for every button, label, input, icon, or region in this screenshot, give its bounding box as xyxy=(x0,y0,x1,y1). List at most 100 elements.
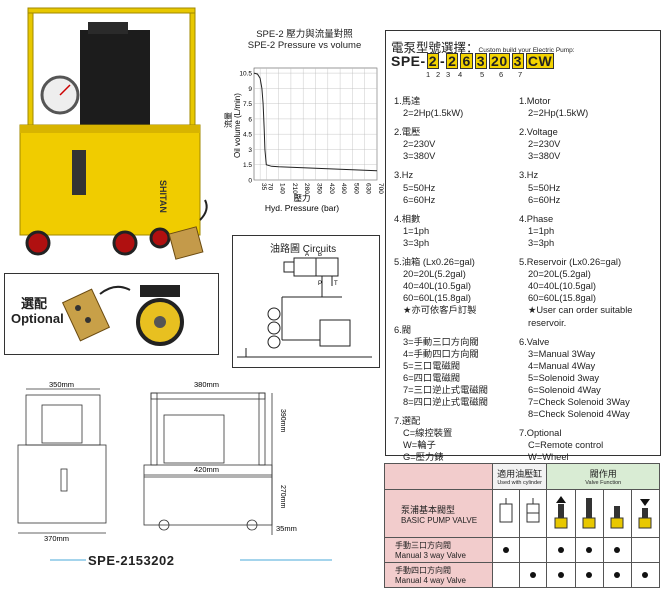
option-item: 2=2Hp(1.5kW) xyxy=(403,108,464,119)
applicable-dot xyxy=(502,546,509,553)
applicable-dot xyxy=(614,571,621,578)
brand-text: SHITAN xyxy=(158,180,168,213)
option-item: 6=60Hz xyxy=(403,194,436,205)
cylinder-icon-single xyxy=(491,489,521,538)
code-index-4: 4 xyxy=(458,70,463,79)
chart-y-tick-label: 1.5 xyxy=(243,162,252,169)
chart-xlabel-zh: 壓力 xyxy=(293,193,310,203)
product-photo: SHITAN xyxy=(19,7,208,260)
circuit-diagram xyxy=(232,235,380,368)
optional-box: 選配 Optional xyxy=(4,273,219,355)
chart-x-tick-label: 560 xyxy=(352,183,359,194)
option-item: reservoir. xyxy=(528,317,567,328)
chart-y-tick-label: 7.5 xyxy=(243,101,252,108)
model-code-heading-zh: 電泵型號選擇： xyxy=(391,41,479,55)
option-item: 5=三口電磁閥 xyxy=(403,360,461,371)
chart-y-tick-label: 9 xyxy=(248,86,252,93)
option-heading: 6.Valve xyxy=(519,336,550,347)
model-code-prefix: SPE- xyxy=(391,53,426,69)
valve-cell-2 xyxy=(519,562,548,588)
code-index-6: 6 xyxy=(499,70,504,79)
valve-cell-4 xyxy=(574,562,604,588)
valve-cell-3 xyxy=(546,562,576,588)
option-item: 1=1ph xyxy=(403,225,430,236)
code-box-3: 6 xyxy=(460,53,473,69)
code-box-1: 2 xyxy=(426,53,439,69)
option-item: 40=40L(10.5gal) xyxy=(528,281,596,292)
circuit-label-b: B xyxy=(318,252,322,258)
model-code-heading: 電泵型號選擇：Custom build your Electric Pump: xyxy=(391,37,575,56)
valve-row-label: 手動四口方向閥 Manual 4 way Valve xyxy=(384,562,493,588)
option-item: 4=手動四口方向閥 xyxy=(403,348,479,359)
chart-y-tick-label: 0 xyxy=(248,178,252,185)
option-group-en-5: 5.Reservoir (Lx0.26=gal)20=20L(5.2gal)40… xyxy=(519,256,659,329)
option-item: 6=Solenoid 4Way xyxy=(528,384,601,395)
chart-ylabel-en: Oil volume (L/min) xyxy=(233,93,242,158)
valve-cell-1 xyxy=(491,537,521,563)
code-box-4: 3 xyxy=(474,53,488,69)
function-retract-icon xyxy=(602,489,632,538)
option-heading: 6.閥 xyxy=(394,324,412,335)
option-item: 5=Solenoid 3way xyxy=(528,372,600,383)
model-underline xyxy=(50,559,332,561)
option-heading: 4.Phase xyxy=(519,213,554,224)
optional-images xyxy=(61,285,184,346)
chart-x-tick-label: 210 xyxy=(291,183,298,194)
optional-label-en: Optional xyxy=(11,311,64,326)
chart-title-en: SPE-2 Pressure vs volume xyxy=(247,40,362,51)
chart-y-ticks: 10.597.564.531.50 xyxy=(239,71,252,185)
dim-side-top: 380mm xyxy=(194,380,219,389)
dimension-drawings: 350mm 370mm 380mm 420mm 390mm 270mm 35mm xyxy=(17,380,297,543)
function-hold-icon xyxy=(574,489,604,538)
valve-row-zh: 手動三口方向閥 xyxy=(395,541,451,550)
col-function-zh: 閥作用 xyxy=(589,469,617,479)
option-item: 3=手動三口方向閥 xyxy=(403,336,479,347)
option-item: 7=Check Solenoid 3Way xyxy=(528,397,630,408)
option-item: 4=Manual 4Way xyxy=(528,360,596,371)
valve-cell-4 xyxy=(574,537,604,563)
option-heading: 1.馬達 xyxy=(394,96,421,106)
option-item: 3=380V xyxy=(528,151,561,162)
applicable-dot xyxy=(586,571,593,578)
function-extend-icon xyxy=(546,489,576,538)
code-index-3: 3 xyxy=(446,70,451,79)
code-box-2: 2 xyxy=(446,53,459,69)
valve-row-manual-3way: 手動三口方向閥 Manual 3 way Valve xyxy=(384,537,661,563)
code-box-6: 3 xyxy=(511,53,524,69)
chart-title: SPE-2 壓力與流量對照 SPE-2 Pressure vs volume xyxy=(222,29,387,51)
chart-x-tick-label: 70 xyxy=(266,183,273,191)
circuit-label-p: P xyxy=(318,281,322,287)
valve-row-en: Manual 3 way Valve xyxy=(395,551,466,560)
option-item: 5=50Hz xyxy=(528,182,561,193)
valve-table: 適用油壓缸 Used with cylinder 閥作用 Valve Funct… xyxy=(384,463,661,588)
option-item: G=壓力錶 xyxy=(403,452,444,463)
option-heading: 2.Voltage xyxy=(519,127,558,138)
col-cylinder-en: Used with cylinder xyxy=(497,480,542,486)
chart-y-tick-label: 3 xyxy=(248,147,252,154)
option-item: 7=三口逆止式電磁閥 xyxy=(403,384,488,395)
option-item: 3=3ph xyxy=(403,237,430,248)
option-item: 6=60Hz xyxy=(528,194,561,205)
option-item: 20=20L(5.2gal) xyxy=(528,269,591,280)
chart-x-tick-label: 280 xyxy=(303,183,310,194)
code-index-1: 1 xyxy=(426,70,431,79)
option-item: 8=Check Solenoid 4Way xyxy=(528,409,630,420)
valve-cell-3 xyxy=(546,537,576,563)
option-item: 3=380V xyxy=(403,151,436,162)
valve-cell-2 xyxy=(519,537,548,563)
optional-label-zh: 選配 xyxy=(20,296,47,311)
chart-xlabel-en: Hyd. Pressure (bar) xyxy=(265,203,339,213)
option-item: 40=40L(10.5gal) xyxy=(403,281,471,292)
optional-label: 選配 Optional xyxy=(11,296,64,326)
dim-height-feet: 35mm xyxy=(276,524,297,533)
dim-height-upper: 390mm xyxy=(279,409,286,433)
chart-x-tick-label: 35 xyxy=(260,183,267,191)
chart-ylabel-zh: 流量 xyxy=(223,112,233,128)
